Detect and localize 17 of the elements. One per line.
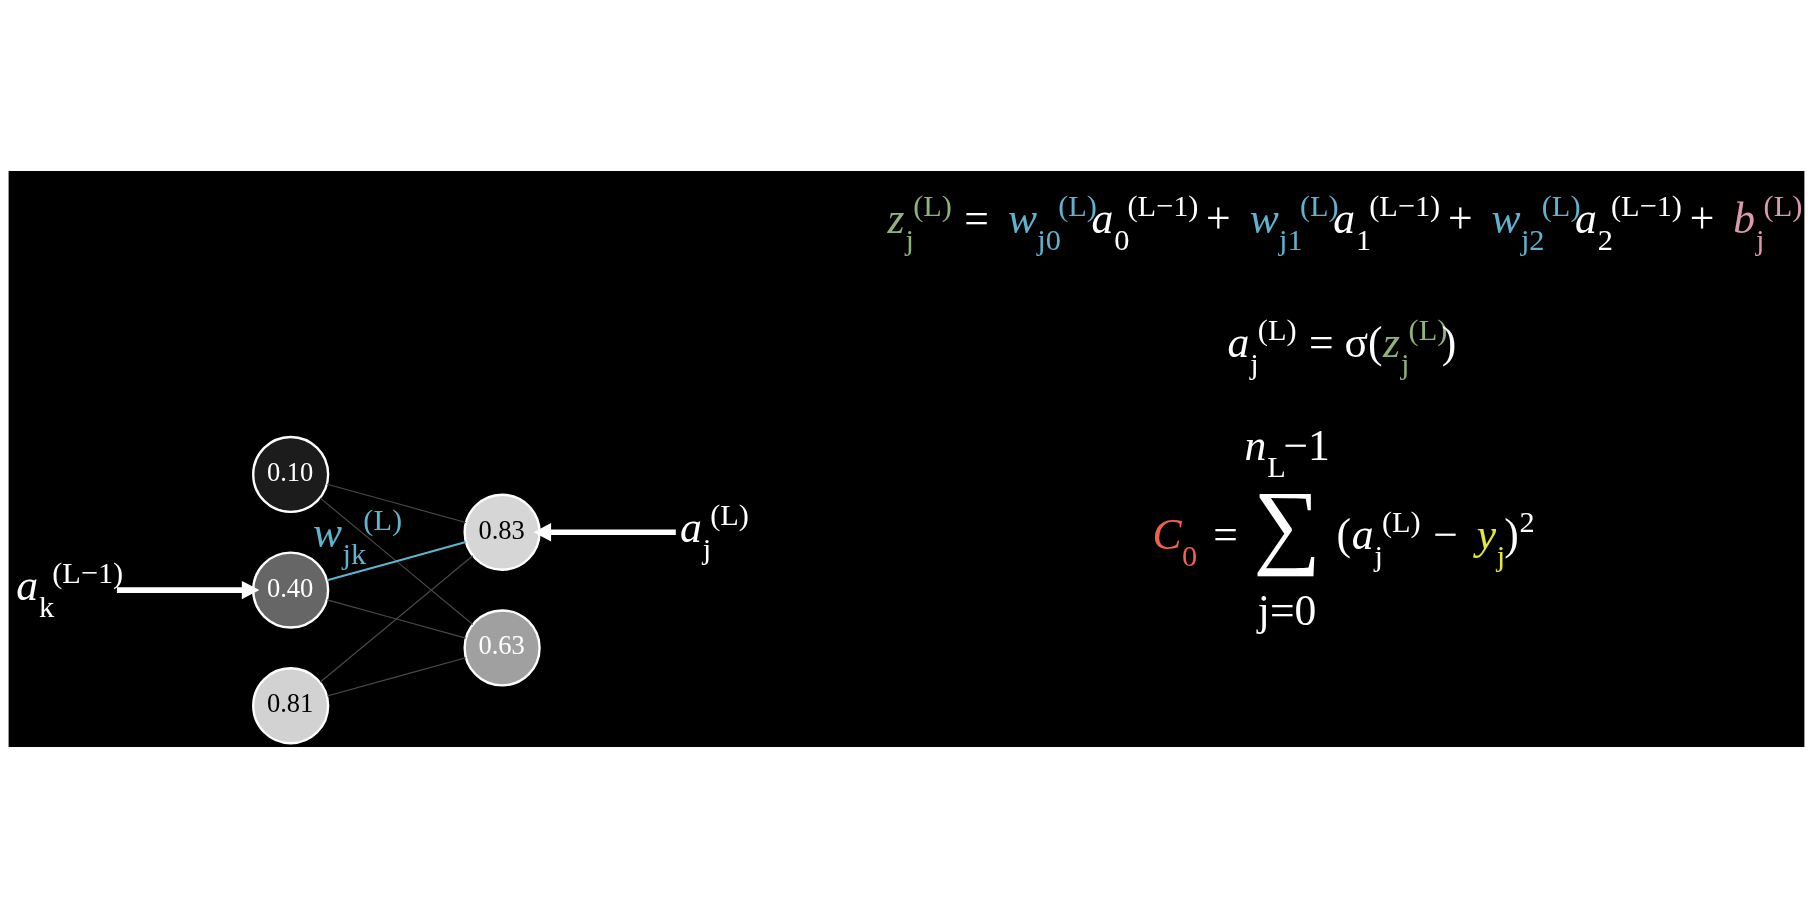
node-circle: 0.40 (252, 550, 330, 629)
connector (319, 554, 474, 683)
label: a$_{j}$$^{(L)}$ = σ(z$_{j}$$^{(L)}$) (1227, 312, 1457, 381)
label: C$_{0}$ = (1152, 509, 1238, 573)
connector (326, 598, 467, 639)
node-circle: 0.63 (463, 608, 541, 687)
node-circle: 0.83 (463, 493, 541, 571)
label: (a$_{j}$$^{(L)}$ − y$_{j}$)$^{2}$ (1336, 504, 1535, 573)
node-circle: 0.81 (252, 666, 330, 744)
connector (326, 656, 467, 696)
arrow (533, 522, 676, 541)
connector (319, 497, 474, 625)
connector (326, 483, 467, 523)
label: j=0 (1257, 585, 1317, 634)
node-circle: 0.10 (252, 435, 330, 513)
connector (326, 540, 467, 581)
arrow (116, 580, 260, 599)
